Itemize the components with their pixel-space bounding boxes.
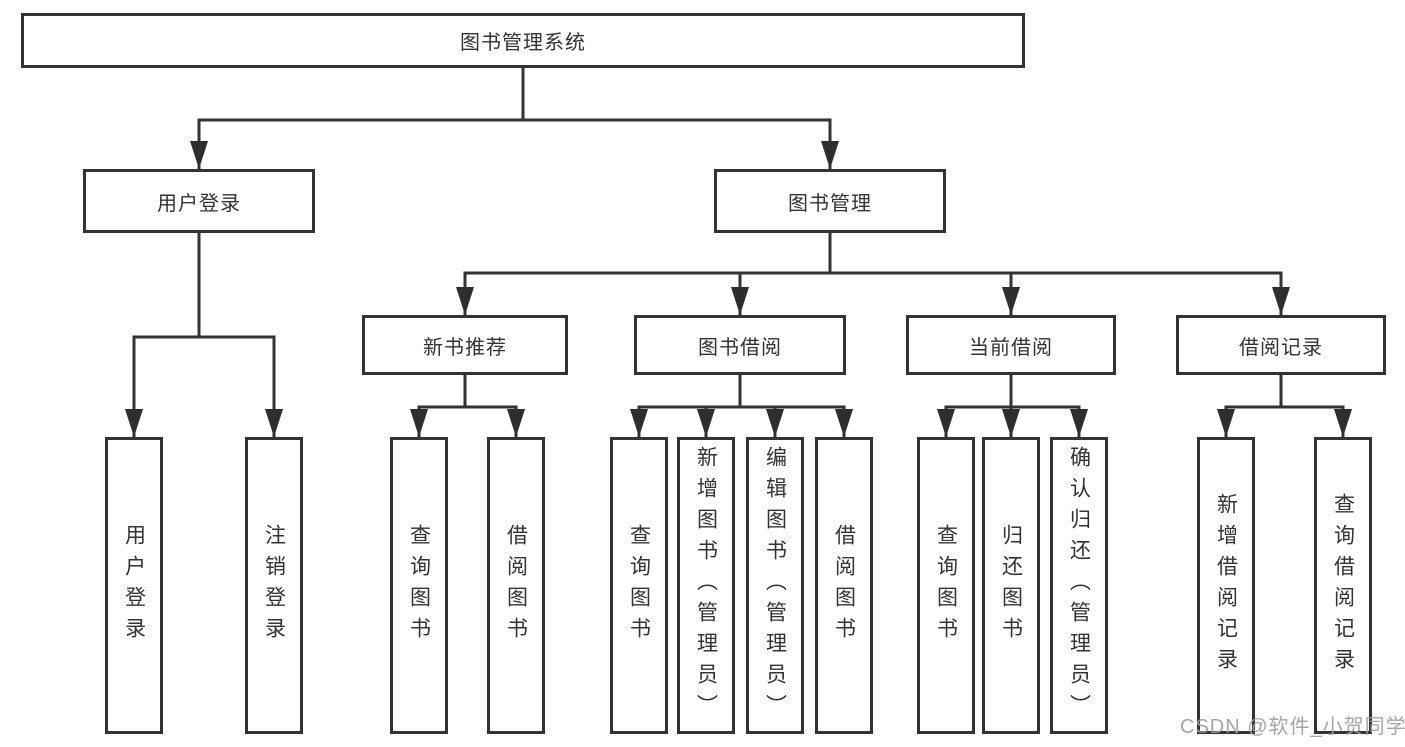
arrowhead bbox=[1334, 409, 1352, 437]
node-book-management-label: 图书管理 bbox=[788, 192, 872, 215]
leaf-return-books: 归还图书 bbox=[982, 437, 1040, 734]
leaf-confirm-return-admin-label: 确认归还（管理员） bbox=[1067, 446, 1091, 725]
arrowhead bbox=[125, 409, 143, 437]
leaf-current-query-books: 查询图书 bbox=[917, 437, 975, 734]
leaf-add-borrow-record: 新增借阅记录 bbox=[1197, 437, 1255, 734]
arrowhead bbox=[1070, 409, 1088, 437]
arrowhead bbox=[410, 409, 428, 437]
branch-borrow-records bbox=[1217, 373, 1352, 439]
branch-new-book-recommend bbox=[410, 373, 525, 439]
node-current-borrow: 当前借阅 bbox=[906, 315, 1116, 375]
node-root: 图书管理系统 bbox=[21, 13, 1025, 68]
leaf-edit-books-admin: 编辑图书（管理员） bbox=[746, 437, 804, 734]
leaf-add-books-admin-label: 新增图书（管理员） bbox=[694, 446, 718, 725]
leaf-borrow-books-label: 借阅图书 bbox=[832, 523, 856, 648]
node-user-login-label: 用户登录 bbox=[157, 192, 241, 215]
leaf-borrow-books: 借阅图书 bbox=[815, 437, 873, 734]
leaf-add-borrow-record-label: 新增借阅记录 bbox=[1214, 492, 1238, 679]
arrowhead bbox=[630, 409, 648, 437]
leaf-logout: 注销登录 bbox=[245, 437, 303, 734]
branch-current-borrow bbox=[937, 373, 1088, 439]
arrowhead bbox=[731, 287, 749, 315]
leaf-return-books-label: 归还图书 bbox=[999, 523, 1023, 648]
node-root-label: 图书管理系统 bbox=[460, 32, 586, 54]
arrowhead bbox=[697, 409, 715, 437]
node-book-borrow: 图书借阅 bbox=[634, 315, 846, 375]
arrowhead bbox=[190, 141, 208, 169]
leaf-user-login-label: 用户登录 bbox=[122, 523, 146, 648]
leaf-recommend-borrow-books-label: 借阅图书 bbox=[504, 523, 528, 648]
csdn-watermark: CSDN @软件_小贺同学 bbox=[1180, 716, 1405, 738]
branch-root-to-level2 bbox=[190, 66, 839, 171]
arrowhead bbox=[456, 287, 474, 315]
node-borrow-records: 借阅记录 bbox=[1176, 315, 1386, 375]
node-new-book-recommend: 新书推荐 bbox=[362, 315, 568, 375]
leaf-edit-books-admin-label: 编辑图书（管理员） bbox=[763, 446, 787, 725]
leaf-add-books-admin: 新增图书（管理员） bbox=[677, 437, 735, 734]
node-borrow-records-label: 借阅记录 bbox=[1239, 336, 1323, 359]
node-new-book-recommend-label: 新书推荐 bbox=[423, 336, 507, 359]
leaf-logout-label: 注销登录 bbox=[262, 523, 286, 648]
arrowhead bbox=[937, 409, 955, 437]
leaf-query-borrow-record-label: 查询借阅记录 bbox=[1331, 492, 1355, 679]
arrowhead bbox=[507, 409, 525, 437]
node-book-management: 图书管理 bbox=[714, 169, 946, 233]
leaf-confirm-return-admin: 确认归还（管理员） bbox=[1050, 437, 1108, 734]
arrowhead bbox=[821, 141, 839, 169]
branch-book-borrow bbox=[630, 373, 853, 439]
leaf-borrow-query-books-label: 查询图书 bbox=[627, 523, 651, 648]
node-user-login: 用户登录 bbox=[83, 169, 315, 233]
arrowhead bbox=[1002, 287, 1020, 315]
leaf-recommend-query-books-label: 查询图书 bbox=[407, 523, 431, 648]
leaf-borrow-query-books: 查询图书 bbox=[610, 437, 668, 734]
node-book-borrow-label: 图书借阅 bbox=[698, 336, 782, 359]
branch-book-management bbox=[456, 231, 1290, 317]
arrowhead bbox=[766, 409, 784, 437]
leaf-query-borrow-record: 查询借阅记录 bbox=[1314, 437, 1372, 734]
node-current-borrow-label: 当前借阅 bbox=[969, 336, 1053, 359]
leaf-current-query-books-label: 查询图书 bbox=[934, 523, 958, 648]
arrowhead bbox=[265, 409, 283, 437]
arrowhead bbox=[1272, 287, 1290, 315]
arrowhead bbox=[1002, 409, 1020, 437]
leaf-recommend-query-books: 查询图书 bbox=[390, 437, 448, 734]
arrowhead bbox=[1217, 409, 1235, 437]
branch-user-login bbox=[125, 231, 283, 439]
leaf-user-login: 用户登录 bbox=[105, 437, 163, 734]
arrowhead bbox=[835, 409, 853, 437]
leaf-recommend-borrow-books: 借阅图书 bbox=[487, 437, 545, 734]
